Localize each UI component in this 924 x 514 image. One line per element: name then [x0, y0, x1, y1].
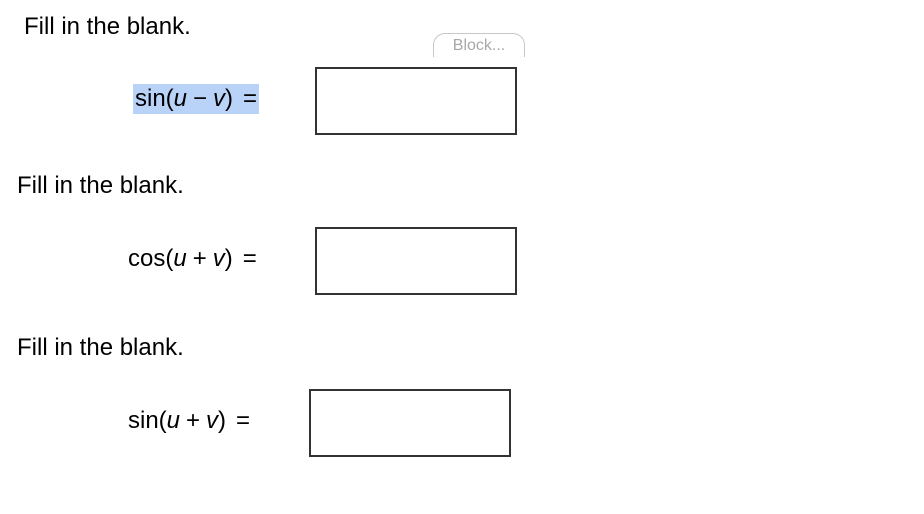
close-paren: ): [225, 85, 234, 112]
equals-sign: =: [236, 407, 251, 434]
operator: −: [193, 85, 208, 112]
variable-u: u: [173, 245, 187, 272]
close-paren: ): [224, 245, 233, 272]
variable-u: u: [166, 407, 181, 434]
operator: +: [186, 407, 201, 434]
operator: +: [192, 245, 207, 272]
question-2-equation: cos(u+v) =: [126, 244, 259, 274]
variable-u: u: [173, 85, 188, 112]
function-name: sin(: [128, 407, 167, 434]
variable-v: v: [206, 407, 219, 434]
question-3-prompt: Fill in the blank.: [17, 334, 184, 361]
question-1-equation: sin(u−v) =: [133, 84, 260, 114]
variable-v: v: [212, 245, 225, 272]
question-3-equation: sin(u+v) =: [126, 406, 252, 436]
answer-input-3[interactable]: [309, 389, 511, 457]
answer-input-2[interactable]: [315, 227, 517, 295]
answer-input-1[interactable]: [315, 67, 517, 135]
equals-sign: =: [242, 245, 257, 272]
question-1-prompt: Fill in the blank.: [24, 13, 191, 40]
question-2-prompt: Fill in the blank.: [17, 172, 184, 199]
block-button[interactable]: Block...: [433, 33, 525, 57]
close-paren: ): [218, 407, 227, 434]
function-name: cos(: [128, 245, 174, 272]
function-name: sin(: [135, 85, 174, 112]
equals-sign: =: [243, 85, 258, 112]
variable-v: v: [213, 85, 226, 112]
